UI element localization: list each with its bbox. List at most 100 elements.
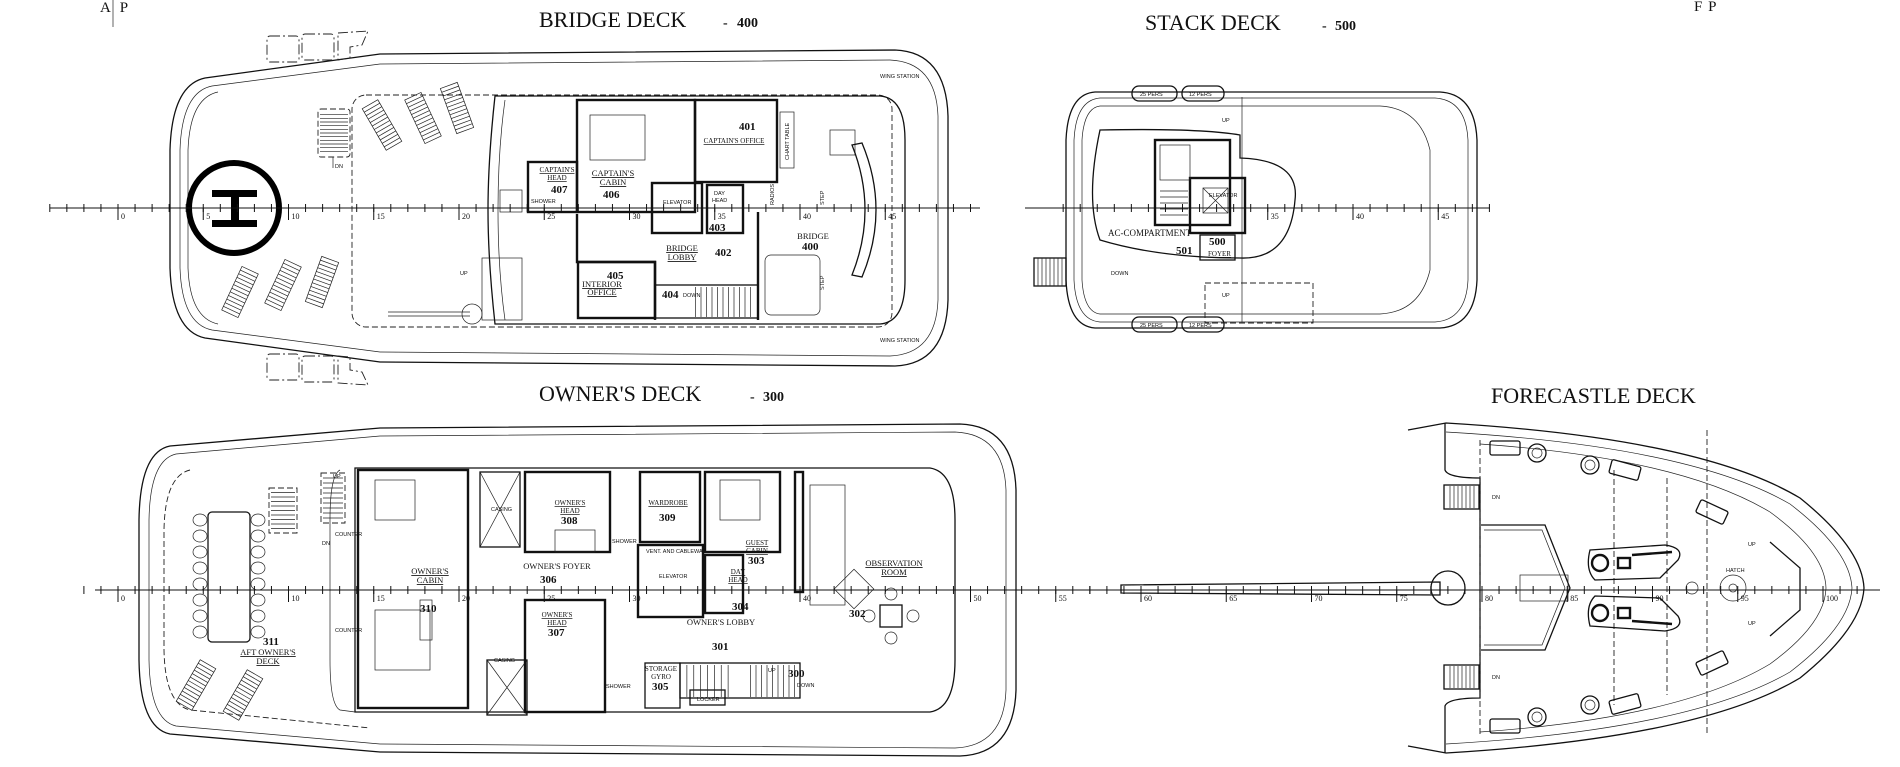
lounger-slat: [407, 99, 425, 108]
lounger-slat: [225, 707, 241, 718]
chart-table-label: CHART TABLE: [785, 122, 791, 160]
room-309-number: 309: [659, 512, 676, 524]
lounger-slat: [196, 666, 212, 676]
dining-chair-icon: [250, 625, 266, 639]
dining-chair-icon: [250, 513, 266, 527]
sun-lounger-icon: [304, 255, 340, 309]
room-311-number: 311: [263, 636, 279, 648]
lounger-slat: [192, 673, 208, 683]
tick-label: 0: [121, 594, 125, 603]
lounger-slat: [245, 672, 261, 683]
tick-label: 45: [888, 212, 896, 221]
dining-chair-icon: [192, 609, 208, 623]
room-310-name: OWNER'S: [411, 566, 449, 576]
tick-label: 40: [803, 594, 811, 603]
tick-label: 15: [377, 212, 385, 221]
room-406-number: 406: [603, 189, 620, 201]
dining-chair-icon: [192, 529, 208, 543]
lounger-slat: [419, 124, 437, 133]
room-304-number: 304: [732, 601, 749, 613]
room-402-name: BRIDGE: [666, 243, 698, 253]
room-307-name: OWNER'S: [542, 611, 573, 619]
lounger-slat: [227, 704, 243, 714]
lounger-slat: [445, 97, 463, 104]
room-402-number: 402: [715, 247, 732, 259]
room-407-name-2: HEAD: [547, 174, 566, 182]
dining-chair-icon: [250, 561, 266, 575]
room-404-number: 404: [662, 289, 679, 301]
tick-label: 30: [633, 212, 641, 221]
lounger-slat: [184, 687, 200, 697]
sun-lounger-icon: [404, 91, 442, 145]
rail-benches: [266, 30, 369, 386]
stack-deck: STACK DECK - 500 25 PERS 12 PERS 25 PERS…: [1025, 10, 1490, 333]
aft-perpendicular-label: A P: [100, 0, 131, 16]
shower-label-2: SHOWER: [606, 684, 631, 690]
casing-label-2: CASING: [494, 658, 515, 664]
lounger-slat: [281, 266, 299, 275]
room-306-name: OWNER'S FOYER: [523, 561, 591, 571]
tick-label: 30: [633, 594, 641, 603]
room-400-name: BRIDGE: [797, 231, 829, 241]
room-311-name: AFT OWNER'S: [240, 647, 296, 657]
elevator-label: ELEVATOR: [659, 574, 687, 580]
room-308-name-2: HEAD: [560, 507, 579, 515]
lounger-slat: [411, 106, 428, 115]
lounger-slat: [235, 280, 252, 289]
sun-lounger-icon: [361, 99, 403, 151]
tick-label: 40: [803, 212, 811, 221]
life-rafts: 25 PERS 12 PERS 25 PERS 12 PERS: [1131, 85, 1225, 333]
lounger-slat: [228, 295, 245, 304]
lounger-slat: [194, 669, 210, 680]
lounger-slat: [418, 121, 435, 130]
lounger-slat: [276, 277, 293, 286]
room-306-number: 306: [540, 574, 557, 586]
wing-station-label-stbd: WING STATION: [880, 338, 920, 344]
lounger-slat: [271, 288, 288, 297]
dn-label: DN: [322, 541, 330, 547]
up-label: UP: [460, 271, 468, 277]
room-301-number: 301: [712, 641, 729, 653]
dining-chair-icon: [250, 545, 266, 559]
down-label: DOWN: [1111, 271, 1128, 277]
dining-chair-icon: [250, 577, 266, 591]
lounger-slat: [237, 686, 253, 697]
stair-up-aft: [268, 487, 298, 534]
lounger-slat: [273, 284, 290, 293]
ac-compartment: [1153, 138, 1232, 227]
lounger-slat: [421, 128, 439, 137]
stack-hull-outline: [1065, 91, 1478, 329]
stair-down-aft: DN: [317, 108, 351, 170]
dining-chair-icon: [192, 625, 208, 639]
lounger-slat: [306, 297, 324, 305]
lounger-slat: [382, 134, 398, 144]
lounger-slat: [307, 293, 326, 301]
elevator-label: ELEVATOR: [663, 200, 691, 206]
tick-label: 80: [1485, 594, 1493, 603]
room-407-name: CAPTAIN'S: [540, 166, 575, 174]
lounger-slat: [235, 690, 251, 700]
lounger-slat: [364, 102, 380, 113]
room-405-name: INTERIOR: [582, 279, 622, 289]
tick-label: 65: [1229, 594, 1237, 603]
room-500-number: 500: [1209, 236, 1226, 248]
sun-lounger-icon: [221, 265, 259, 319]
lounger-slat: [384, 137, 400, 148]
lounger-slat: [370, 113, 386, 123]
tick-label: 45: [1441, 212, 1449, 221]
lounger-slat: [238, 273, 256, 282]
tick-label: 10: [292, 594, 300, 603]
room-501-number: 501: [1176, 245, 1193, 257]
bollards: [1489, 440, 1729, 734]
tick-label: 25: [547, 212, 555, 221]
lounger-slat: [239, 683, 255, 693]
lounger-slat: [449, 108, 467, 116]
raft-25-label: 25 PERS: [1140, 92, 1163, 98]
down-label: DOWN: [797, 683, 814, 689]
lounger-slat: [366, 106, 382, 116]
lounger-slat: [283, 262, 300, 271]
lounger-slat: [448, 104, 466, 112]
lounger-slat: [442, 89, 461, 97]
room-307-name-2: HEAD: [547, 619, 566, 627]
